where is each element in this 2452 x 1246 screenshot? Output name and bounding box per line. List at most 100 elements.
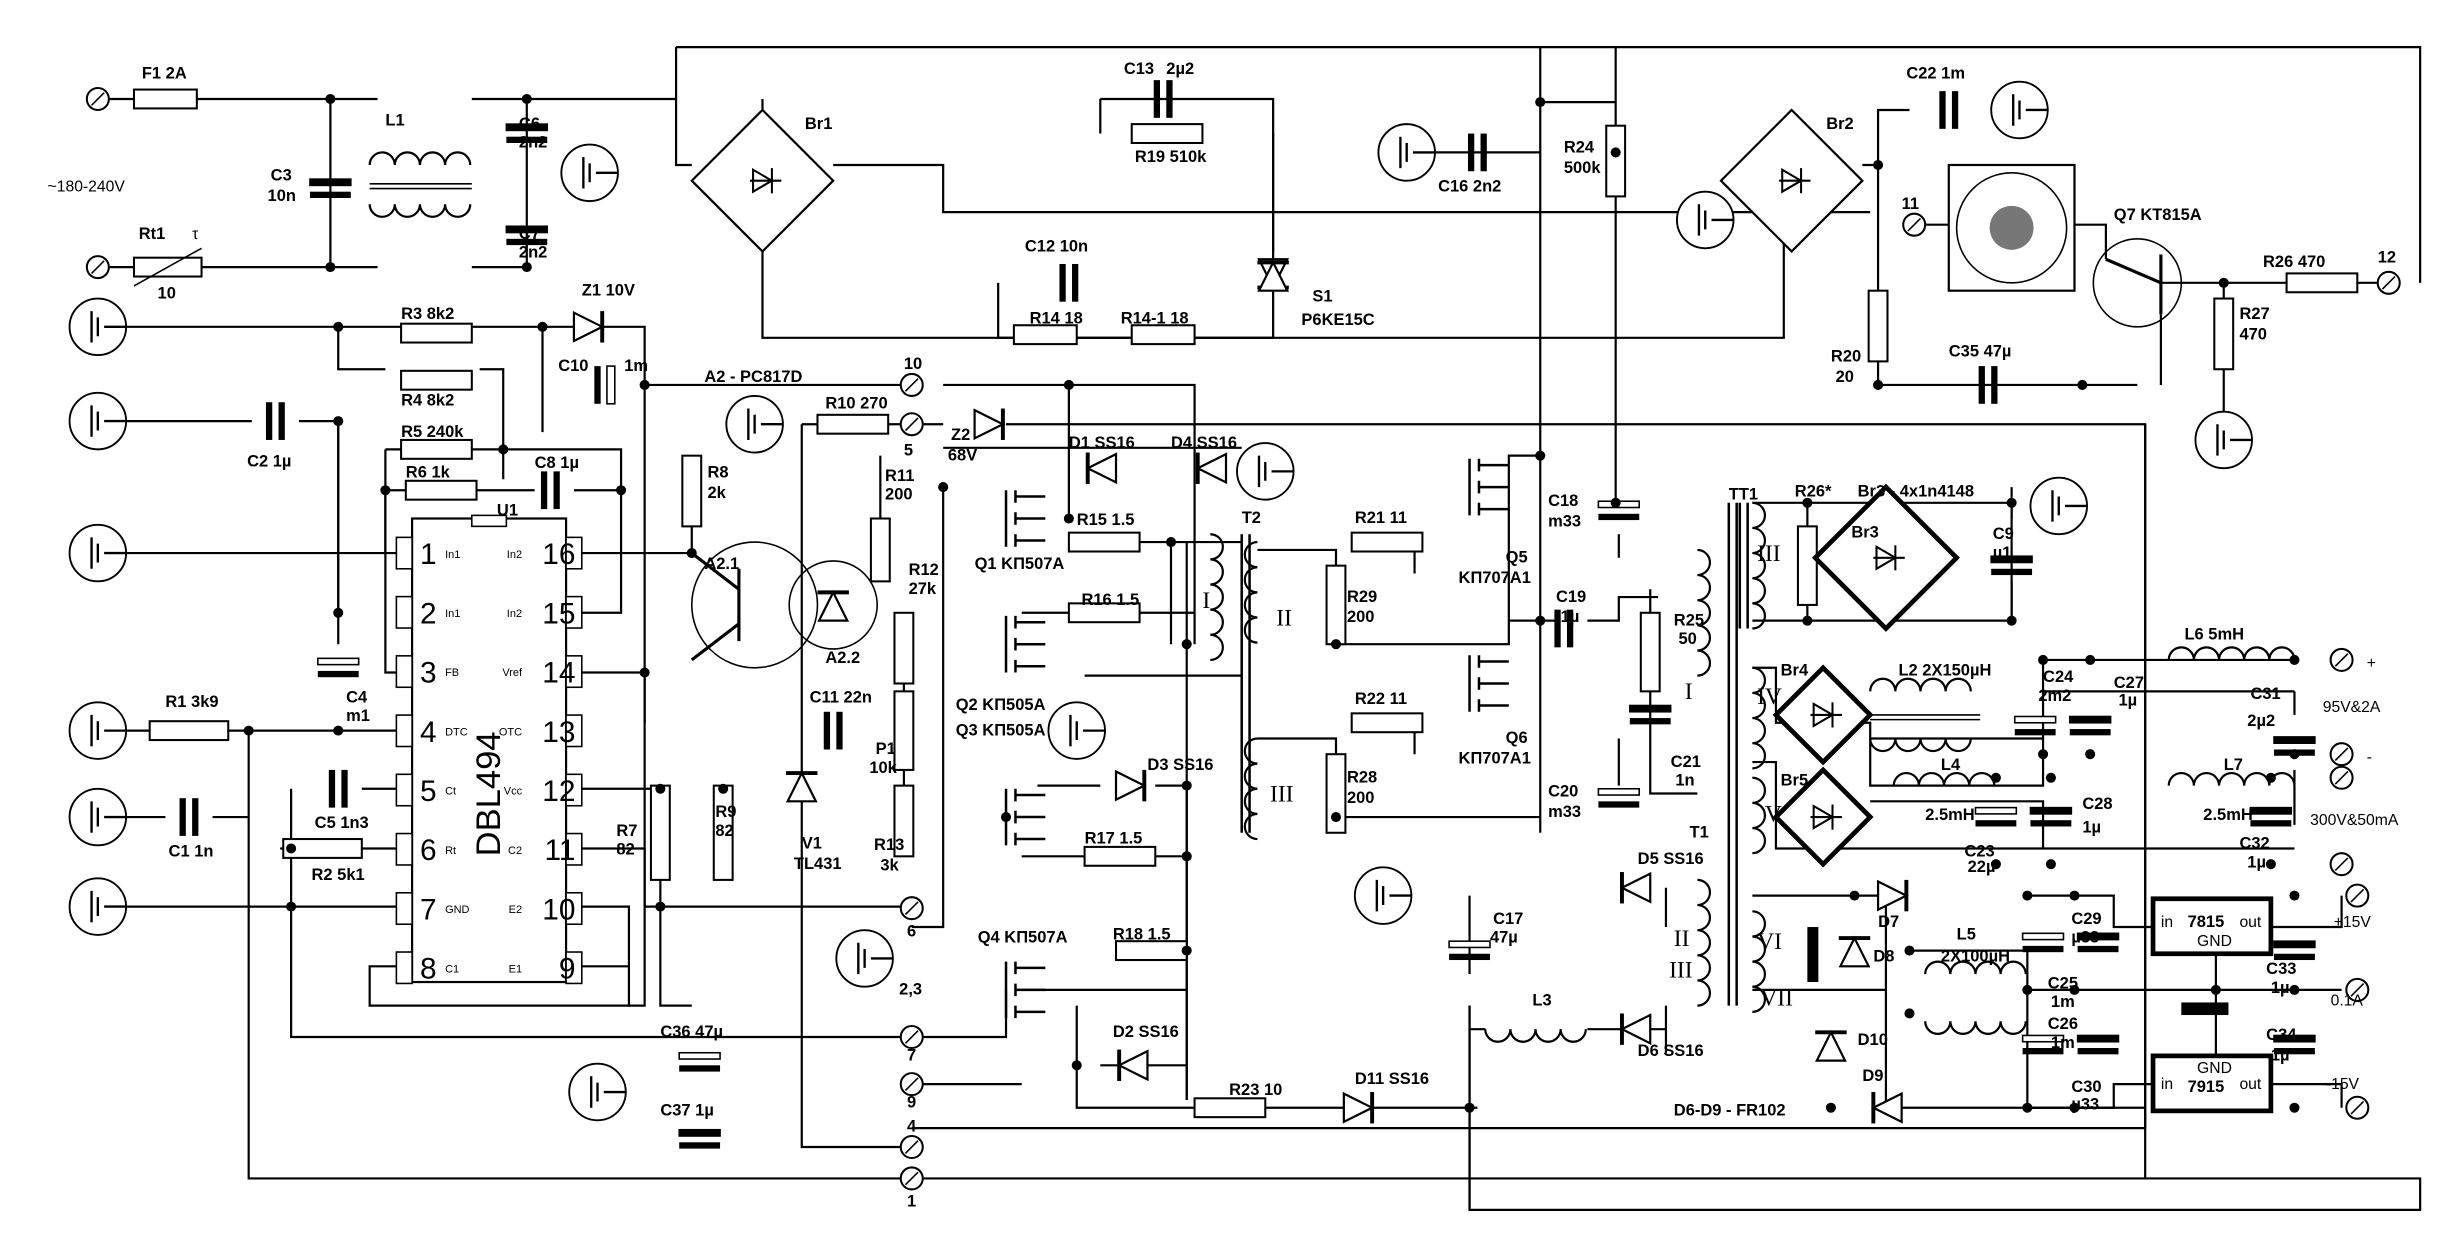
- wire: [368, 905, 631, 1007]
- R26: [1796, 525, 1818, 606]
- label-c20: C20: [1548, 783, 1578, 801]
- label-d7: D7: [1878, 913, 1899, 931]
- label-w5: V: [1765, 802, 1782, 828]
- label-d2: D2 SS16: [1113, 1023, 1179, 1041]
- terminal-6[interactable]: [899, 896, 924, 921]
- junction-dot: [1181, 851, 1192, 862]
- R22: [1350, 712, 1424, 734]
- mosfet-Q1: [1004, 490, 1046, 547]
- junction-dot: [2045, 859, 2056, 870]
- label-d8: D8: [1873, 948, 1894, 966]
- label-c6v: 2n2: [519, 134, 547, 152]
- wire: [1862, 163, 2138, 387]
- label-c19: C19: [1556, 588, 1586, 606]
- terminal-9[interactable]: [899, 1072, 924, 1097]
- mosfet-Q2: [1004, 615, 1046, 673]
- label-plus: +: [2367, 655, 2376, 672]
- C12: [1059, 263, 1079, 302]
- mains-terminal-1[interactable]: [85, 86, 110, 112]
- T2-winding-III: [1243, 737, 1258, 841]
- ic-pin-label: GND: [445, 904, 469, 916]
- label-c2: C2 1µ: [247, 453, 291, 471]
- ic-pin-label: E1: [509, 963, 522, 975]
- T1-winding-II-III: [1697, 878, 1712, 1007]
- label-c5: C5 1n3: [315, 814, 369, 832]
- output-0v[interactable]: [2345, 977, 2370, 1002]
- label-q6v: KП707A1: [1459, 750, 1531, 768]
- C8: [540, 471, 560, 510]
- label-d5: D5 SS16: [1638, 850, 1704, 868]
- label-q6: Q6: [1506, 729, 1528, 747]
- Br5: [1772, 766, 1874, 868]
- terminal-1[interactable]: [899, 1166, 924, 1191]
- label-q4: Q4 KП507A: [978, 929, 1068, 947]
- terminal-11[interactable]: [1902, 212, 1927, 237]
- ic-pin-label: 10: [542, 893, 575, 926]
- wire: [247, 730, 912, 1180]
- label-z1: Z1 10V: [582, 281, 635, 299]
- R17: [1083, 845, 1157, 867]
- wire: [2270, 895, 2343, 929]
- output-95v-minus[interactable]: [2329, 742, 2354, 767]
- label-d9: D9: [1862, 1067, 1883, 1085]
- ground-icon: [68, 787, 128, 847]
- R11: [869, 517, 891, 583]
- T2-winding-I: [1210, 533, 1224, 662]
- output-minus15v[interactable]: [2345, 1095, 2370, 1120]
- label-c30: C30: [2071, 1078, 2101, 1096]
- junction-dot: [286, 843, 297, 854]
- label-c18v: m33: [1548, 512, 1581, 530]
- ic-pin-label: FB: [445, 667, 459, 679]
- label-d10: D10: [1858, 1031, 1888, 1049]
- terminal-5[interactable]: [899, 412, 924, 437]
- L6: [2167, 646, 2296, 661]
- junction-dot: [1063, 513, 1074, 524]
- ic-pin: [395, 714, 413, 748]
- ic-pin: [395, 951, 413, 985]
- R18: [1114, 940, 1188, 962]
- junction-dot: [2085, 749, 2096, 760]
- label-t9: 9: [907, 1094, 916, 1112]
- mosfet-Q6: [1468, 655, 1509, 712]
- output-300v-minus[interactable]: [2329, 852, 2354, 877]
- label-r6: R6 1k: [406, 464, 451, 482]
- transistor-Q7: [2092, 238, 2183, 328]
- wire: [1540, 46, 2422, 283]
- regulator-7915: [2150, 1053, 2274, 1114]
- output-300v-plus[interactable]: [2329, 765, 2354, 790]
- R20: [1867, 289, 1889, 363]
- terminal-10[interactable]: [899, 372, 924, 397]
- label-l4v: 2.5mH: [1925, 806, 1974, 824]
- label-w6: VI: [1757, 929, 1782, 955]
- ic-pin-label: In2: [507, 608, 522, 620]
- R28: [1325, 753, 1347, 834]
- label-c10v: 1m: [624, 357, 648, 375]
- junction-dot: [1849, 890, 1860, 901]
- label-r29v: 200: [1347, 608, 1375, 626]
- junction-dot: [537, 321, 548, 332]
- junction-dot: [655, 901, 666, 912]
- label-l1: L1: [385, 112, 404, 130]
- terminal-7[interactable]: [899, 1025, 924, 1050]
- label-c26: C26: [2048, 1015, 2078, 1033]
- output-plus15v[interactable]: [2345, 883, 2370, 908]
- L5-bottom: [1924, 1021, 2027, 1035]
- R29: [1325, 564, 1347, 646]
- label-s1: S1: [1312, 288, 1332, 306]
- mains-terminal-2[interactable]: [85, 255, 110, 280]
- ic-pin: [565, 951, 583, 985]
- C11: [823, 711, 843, 750]
- fuse-F1: [132, 88, 198, 110]
- output-95v-plus[interactable]: [2329, 647, 2354, 672]
- terminal-12[interactable]: [2376, 270, 2401, 295]
- junction-dot: [1063, 379, 1074, 390]
- terminal-4[interactable]: [899, 1134, 924, 1160]
- label-l5v: 2X100µH: [1941, 948, 2010, 966]
- label-p1: P1: [876, 740, 896, 758]
- wire: [2270, 1083, 2343, 1108]
- junction-dot: [1330, 639, 1342, 650]
- junction-dot: [2289, 749, 2300, 760]
- ground-icon: [835, 929, 894, 988]
- junction-dot: [333, 725, 344, 736]
- C22: [1939, 91, 1959, 129]
